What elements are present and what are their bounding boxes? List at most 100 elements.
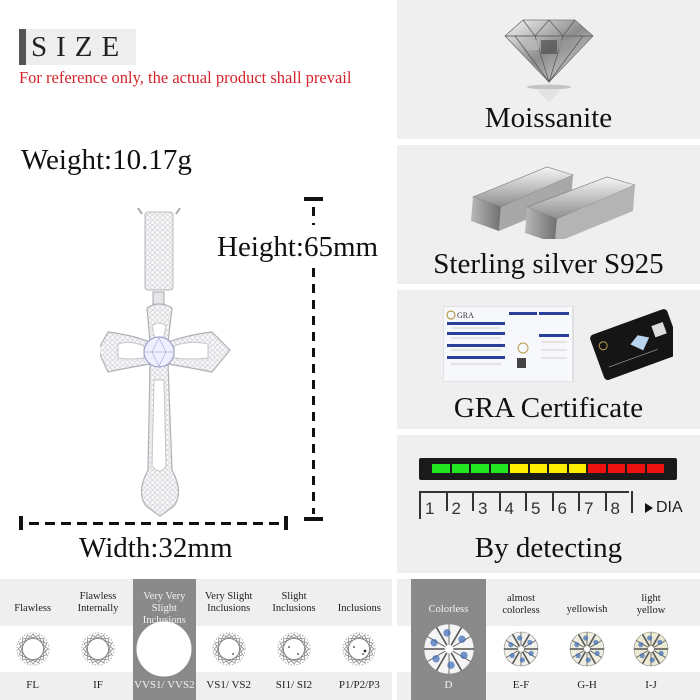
color-gem-icon	[423, 623, 475, 679]
size-header-bar	[19, 29, 26, 65]
size-header: SIZE	[19, 29, 136, 65]
panel-gra: GRA GRA Certificate	[397, 290, 700, 429]
clarity-grade: FL	[26, 679, 40, 691]
clarity-diagram-icon	[81, 632, 115, 670]
panel-label: By detecting	[474, 532, 623, 564]
scale-number: 1	[425, 499, 435, 518]
color-title: light yellow	[636, 593, 666, 616]
play-arrow-icon	[645, 503, 653, 513]
tester-meter-icon	[419, 458, 677, 480]
clarity-title: Flawless Internally	[77, 591, 119, 614]
size-title: SIZE	[31, 31, 129, 63]
height-dashed-line	[312, 207, 315, 225]
clarity-grade: VS1/ VS2	[206, 679, 252, 691]
width-label: Width:32mm	[79, 532, 233, 564]
color-gem-icon	[633, 631, 669, 671]
width-line-right-cap	[284, 516, 288, 530]
clarity-title: Inclusions	[337, 603, 381, 614]
scale-number: 5	[531, 499, 541, 518]
panel-label: Sterling silver S925	[433, 248, 664, 280]
meter-segment-red	[588, 464, 606, 473]
color-gem-icon	[503, 631, 539, 671]
clarity-diagram-icon	[212, 632, 246, 670]
height-label: Height:65mm	[217, 231, 379, 263]
color-grade: D	[444, 679, 453, 691]
cross-pendant-icon	[97, 200, 280, 520]
scale-number: 8	[610, 499, 620, 518]
silver-bars-icon	[467, 157, 647, 243]
clarity-title: Very Slight Inclusions	[204, 591, 253, 614]
clarity-grade: SI1/ SI2	[275, 679, 313, 691]
color-grade: I-J	[645, 679, 657, 691]
meter-segment-yellow	[510, 464, 528, 473]
scale-tick	[498, 491, 501, 511]
clarity-title: Flawless	[14, 603, 52, 614]
scale-tick	[472, 491, 474, 511]
meter-segment-green	[471, 464, 489, 473]
scale-number: 3	[478, 499, 488, 518]
meter-segment-yellow	[568, 464, 586, 473]
meter-segment-red	[646, 464, 664, 473]
color-gem-icon	[569, 631, 605, 671]
scale-number: 2	[451, 499, 461, 518]
svg-text:GRA: GRA	[457, 311, 474, 320]
height-dashed-line-lower	[312, 268, 315, 514]
clarity-title: Slight Inclusions	[272, 591, 316, 614]
clarity-diagram-icon	[136, 621, 192, 681]
panel-label: Moissanite	[484, 102, 613, 134]
meter-segment-green	[432, 464, 450, 473]
height-line-bottom-cap	[304, 517, 323, 521]
scale-tick	[419, 491, 421, 519]
meter-segment-green	[451, 464, 469, 473]
panel-silver: Sterling silver S925	[397, 145, 700, 284]
scale-tick	[445, 491, 448, 511]
panel-moissanite: Moissanite	[397, 0, 700, 139]
scale-tick	[578, 491, 580, 511]
meter-segment-red	[607, 464, 625, 473]
scale-tick	[604, 491, 607, 511]
panel-label: GRA Certificate	[453, 392, 644, 424]
clarity-title: Very Very Slight Inclusions	[142, 591, 186, 626]
weight-label: Weight:10.17g	[21, 144, 192, 176]
clarity-diagram-icon	[342, 632, 376, 670]
color-title: yellowish	[566, 604, 608, 615]
size-disclaimer: For reference only, the actual product s…	[19, 68, 352, 87]
certificate-icon: GRA	[442, 305, 682, 386]
scale-tick	[631, 491, 633, 513]
width-dashed-line	[29, 522, 279, 525]
color-grade: E-F	[512, 679, 530, 691]
clarity-diagram-icon	[277, 632, 311, 670]
scale-end: DIA	[645, 499, 683, 517]
height-line-top-cap	[304, 197, 323, 201]
scale-number: 7	[584, 499, 594, 518]
meter-segment-green	[490, 464, 508, 473]
meter-segment-red	[627, 464, 645, 473]
color-title: almost colorless	[502, 593, 540, 616]
clarity-white-band	[0, 626, 392, 672]
meter-segment-yellow	[529, 464, 547, 473]
scale-number: 4	[504, 499, 514, 518]
clarity-grade: IF	[93, 679, 103, 691]
scale-tick	[525, 491, 527, 511]
diamond-icon	[501, 10, 597, 106]
color-grade: G-H	[577, 679, 597, 691]
clarity-grade: VVS1/ VVS2	[134, 679, 195, 691]
width-line-left-cap	[19, 516, 23, 530]
scale-tick	[551, 491, 554, 511]
clarity-diagram-icon	[16, 632, 50, 670]
meter-segment-yellow	[549, 464, 567, 473]
